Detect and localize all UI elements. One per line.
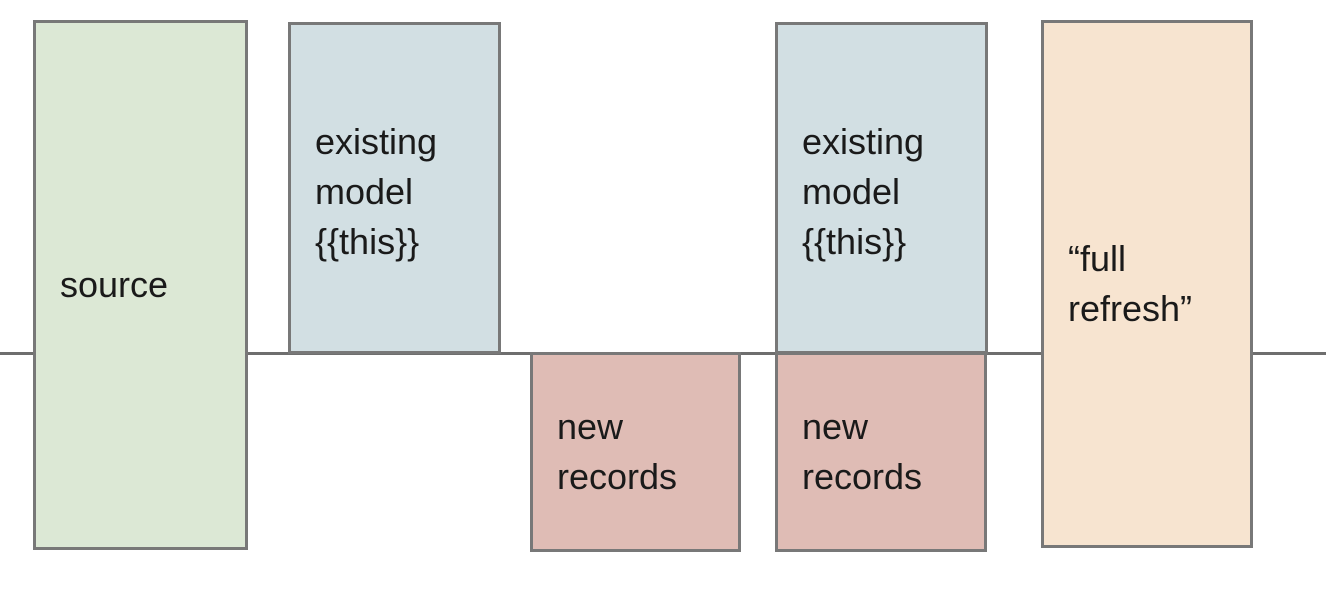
- box-source[interactable]: source: [33, 20, 248, 550]
- box-source-label: source: [60, 264, 169, 305]
